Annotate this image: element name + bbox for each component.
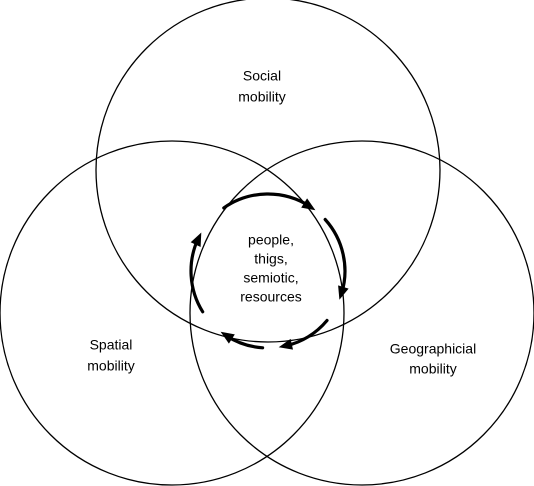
cycle-arrowhead-2: [338, 285, 349, 300]
spatial-mobility-circle: [0, 140, 345, 486]
spatial-mobility-label-line-2: mobility: [87, 358, 134, 374]
cycle-arc-2: [323, 217, 347, 296]
center-label-line-1: people,: [248, 232, 294, 248]
center-label-line-3: semiotic,: [243, 270, 298, 286]
center-label-line-2: thigs,: [254, 251, 287, 267]
social-mobility-circle: [95, 0, 441, 343]
cycle-arc-1: [222, 192, 312, 210]
cycle-arrowhead-1: [301, 198, 316, 211]
cycle-arc-5: [189, 236, 205, 314]
social-mobility-label-line-2: mobility: [238, 89, 285, 105]
cycle-arrowhead-4: [220, 331, 235, 344]
spatial-mobility-label-line-1: Spatial: [90, 337, 133, 353]
geographical-mobility-label-line-1: Geographicial: [390, 341, 476, 357]
cycle-arrowhead-5: [190, 232, 202, 247]
cycle-arrows: [189, 192, 349, 350]
social-mobility-label-line-1: Social: [243, 68, 281, 84]
geographical-mobility-label-line-2: mobility: [409, 361, 456, 377]
cycle-arrowhead-3: [278, 338, 293, 350]
geographical-mobility-circle: [189, 140, 534, 486]
center-label-line-4: resources: [240, 289, 301, 305]
